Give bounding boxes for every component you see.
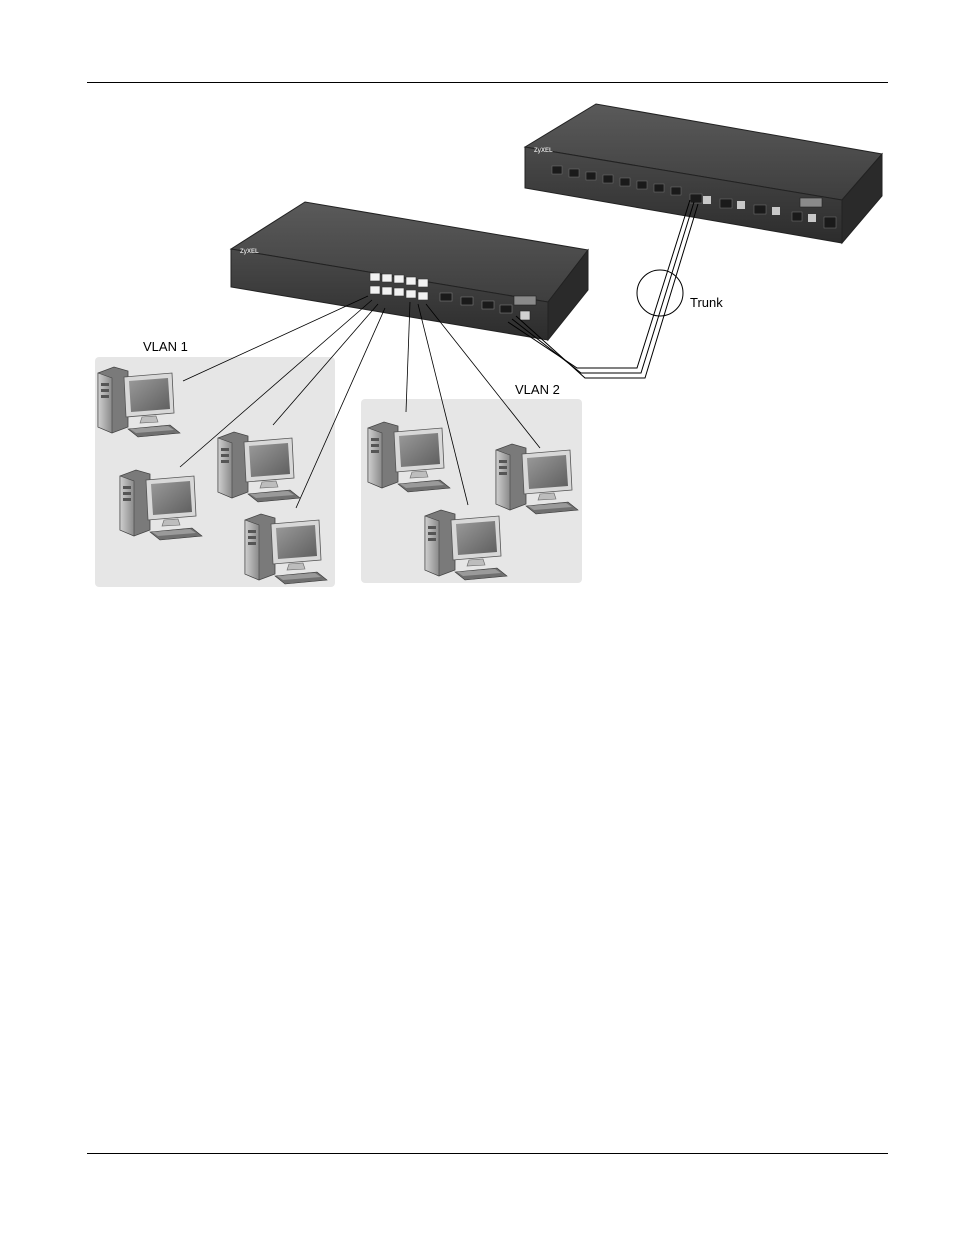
vlan-trunk-diagram: ZyXEL ZyXEL	[0, 0, 954, 620]
vlan1-label: VLAN 1	[143, 339, 188, 354]
svg-text:ZyXEL: ZyXEL	[240, 249, 259, 255]
remote-switch: ZyXEL	[525, 104, 882, 243]
vlan2-label: VLAN 2	[515, 382, 560, 397]
svg-text:ZyXEL: ZyXEL	[534, 148, 553, 154]
trunk-marker-circle	[637, 270, 683, 316]
trunk-label: Trunk	[690, 295, 723, 310]
footer-rule	[87, 1153, 888, 1154]
